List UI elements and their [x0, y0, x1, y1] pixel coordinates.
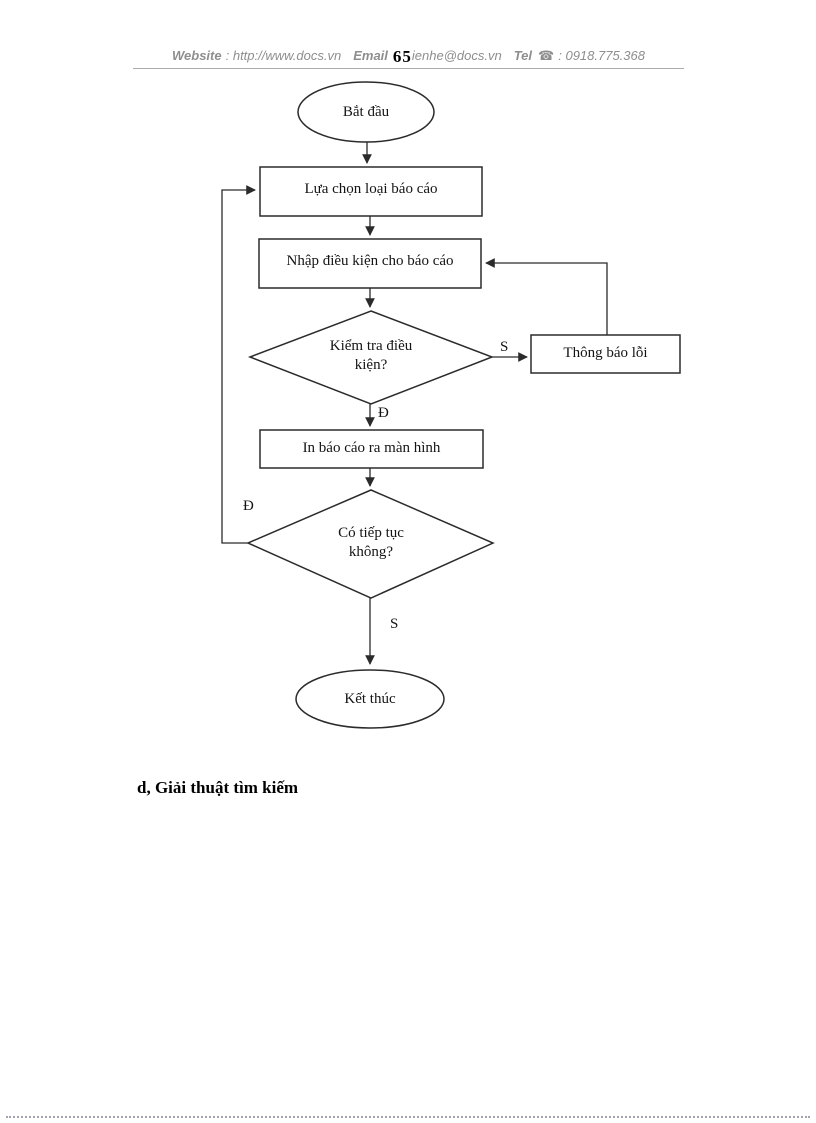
footer-rule: [6, 1116, 810, 1118]
header-email-value: ienhe@docs.vn: [411, 48, 502, 63]
edge-continue-to-select-loop: [221, 185, 256, 544]
error-message-box: [530, 334, 681, 374]
flowchart-canvas: [221, 81, 681, 729]
header-website-value: : http://www.docs.vn: [225, 48, 342, 63]
check-yes-label: Đ: [378, 405, 389, 421]
start-ellipse: [297, 81, 435, 143]
edge-error-to-enter: [485, 258, 608, 335]
header-tel-value: : 0918.775.368: [558, 48, 645, 63]
print-report-box: [259, 429, 484, 469]
enter-conditions-box: [258, 238, 482, 289]
page-number: 65: [392, 47, 412, 66]
end-ellipse: [295, 669, 445, 729]
header-email-label: Email: [353, 48, 388, 63]
section-heading: d, Giải thuật tìm kiếm: [137, 778, 299, 797]
header-tel-label: Tel: [513, 48, 533, 63]
header-website-label: Website: [172, 48, 222, 63]
phone-icon: ☎: [538, 48, 555, 63]
continue-no-label: S: [390, 616, 399, 632]
page-header: Website : http://www.docs.vn Email 65 ie…: [133, 45, 684, 67]
continue-yes-label: Đ: [243, 498, 254, 514]
check-no-label: S: [500, 339, 509, 355]
select-report-box: [259, 166, 483, 217]
check-conditions-diamond: [247, 310, 495, 405]
continue-diamond: [246, 489, 495, 599]
header-rule: [133, 68, 684, 69]
